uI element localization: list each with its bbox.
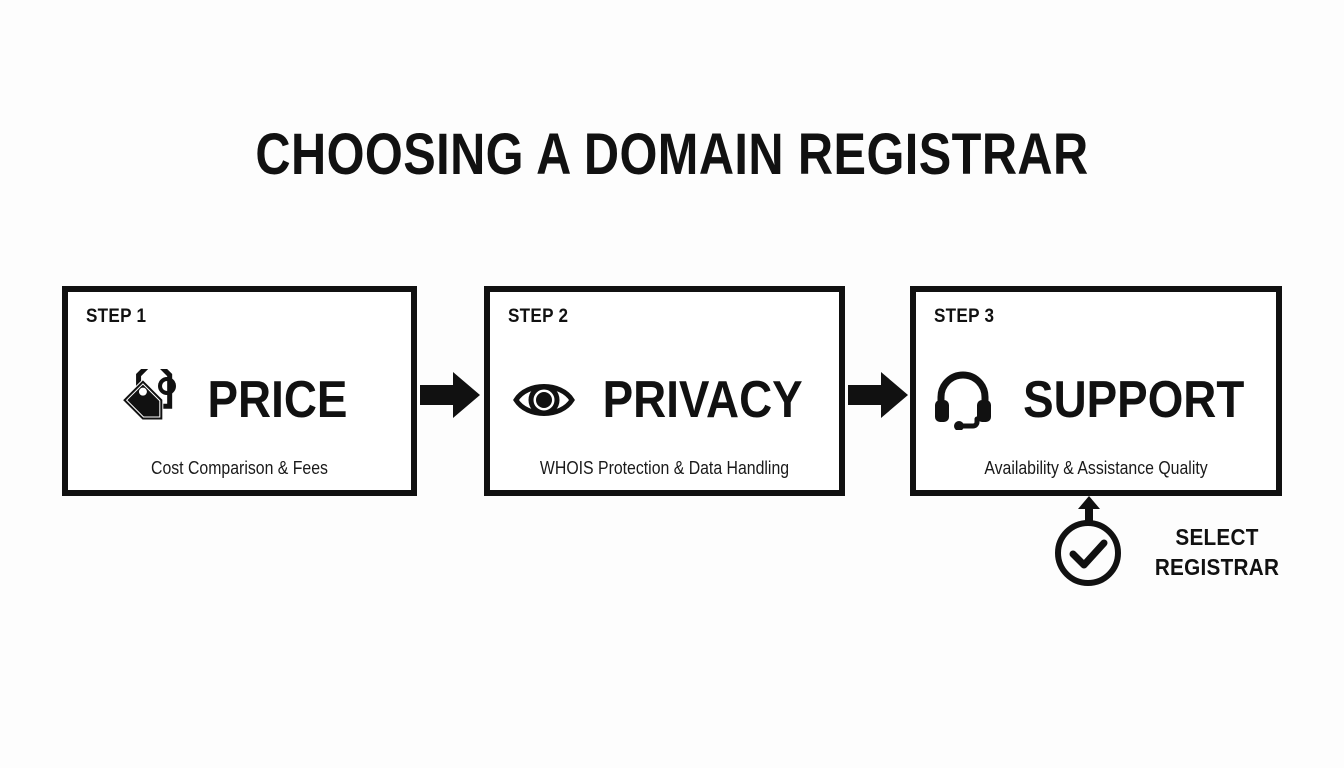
arrow-right-icon [848,372,908,418]
outcome-label-line-2: REGISTRAR [1154,554,1280,580]
price-tag-icon [122,369,184,431]
page-title: CHOOSING A DOMAIN REGISTRAR [255,122,1089,187]
headset-icon [932,369,994,431]
step-title: SUPPORT [1023,371,1245,429]
eye-icon [512,369,575,431]
check-circle-icon[interactable] [1053,518,1123,588]
step-title: PRIVACY [602,371,803,429]
step-subtitle: Availability & Assistance Quality [984,458,1208,478]
step-number-label: STEP 3 [934,306,995,327]
arrow-up-icon [1076,496,1102,524]
step-card-price[interactable]: STEP 1 PRICE Cost C [62,286,417,496]
step-subtitle: Cost Comparison & Fees [151,458,328,478]
outcome-label-line-1: SELECT [1175,524,1259,550]
step-subtitle: WHOIS Protection & Data Handling [539,458,790,478]
outcome-label: SELECT REGISTRAR [1145,522,1289,582]
step-card-body: PRICE [68,340,411,460]
step-number-label: STEP 1 [86,306,147,327]
step-card-privacy[interactable]: STEP 2 PRIVACY WHOIS Protection & Data H… [484,286,845,496]
arrow-right-icon [420,372,480,418]
step-card-support[interactable]: STEP 3 SUPPORT Availability & Assistance… [910,286,1282,496]
step-card-body: SUPPORT [916,340,1276,460]
step-card-body: PRIVACY [490,340,839,460]
step-number-label: STEP 2 [508,306,569,327]
step-title: PRICE [207,371,348,429]
